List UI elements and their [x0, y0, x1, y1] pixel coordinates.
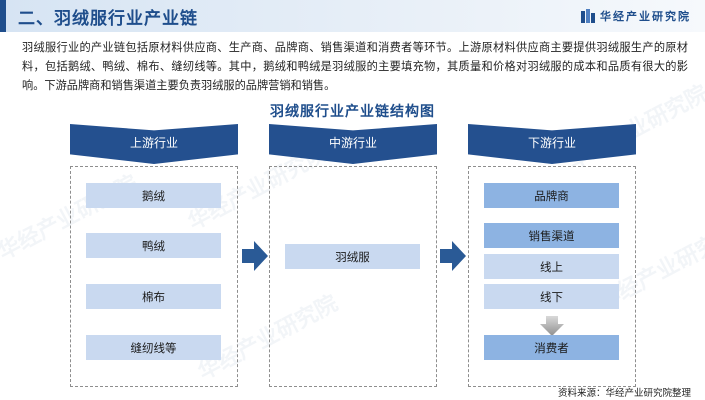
downstream-item-offline: 线下: [484, 284, 619, 309]
downstream-item-sales-channel: 销售渠道: [484, 223, 619, 248]
brand-logo-text: 华经产业研究院: [600, 10, 691, 23]
brand-logo: 华经产业研究院: [581, 8, 691, 24]
downstream-item-online: 线上: [484, 254, 619, 279]
upstream-item-cotton-cloth: 棉布: [86, 284, 221, 309]
downstream-panel: 品牌商 销售渠道 线上 线下 消费者: [468, 166, 636, 387]
stage-header-midstream: 中游行业: [269, 124, 437, 164]
upstream-panel: 鹅绒 鸭绒 棉布 缝纫线等: [70, 166, 238, 387]
diagram-title: 羽绒服行业产业链结构图: [270, 104, 435, 120]
downstream-item-consumer: 消费者: [484, 335, 619, 360]
upstream-item-sewing-thread: 缝纫线等: [86, 335, 221, 360]
right-arrow-icon: [440, 241, 466, 271]
brand-logo-icon: [581, 9, 595, 23]
down-arrow-icon: [540, 316, 564, 336]
midstream-item-down-jacket: 羽绒服: [285, 244, 420, 269]
upstream-item-goose-down: 鹅绒: [86, 183, 221, 208]
right-arrow-icon: [242, 241, 268, 271]
intro-paragraph: 羽绒服行业的产业链包括原材料供应商、生产商、品牌商、销售渠道和消费者等环节。上游…: [22, 41, 688, 92]
downstream-item-brand: 品牌商: [484, 183, 619, 208]
stage-header-downstream: 下游行业: [468, 124, 636, 164]
source-note: 资料来源：华经产业研究院整理: [557, 388, 691, 399]
header-accent: [0, 0, 6, 32]
upstream-item-duck-down: 鸭绒: [86, 233, 221, 258]
stage-header-upstream: 上游行业: [70, 124, 238, 164]
midstream-panel: 羽绒服: [269, 166, 437, 387]
page-title: 二、羽绒服行业产业链: [18, 9, 198, 29]
